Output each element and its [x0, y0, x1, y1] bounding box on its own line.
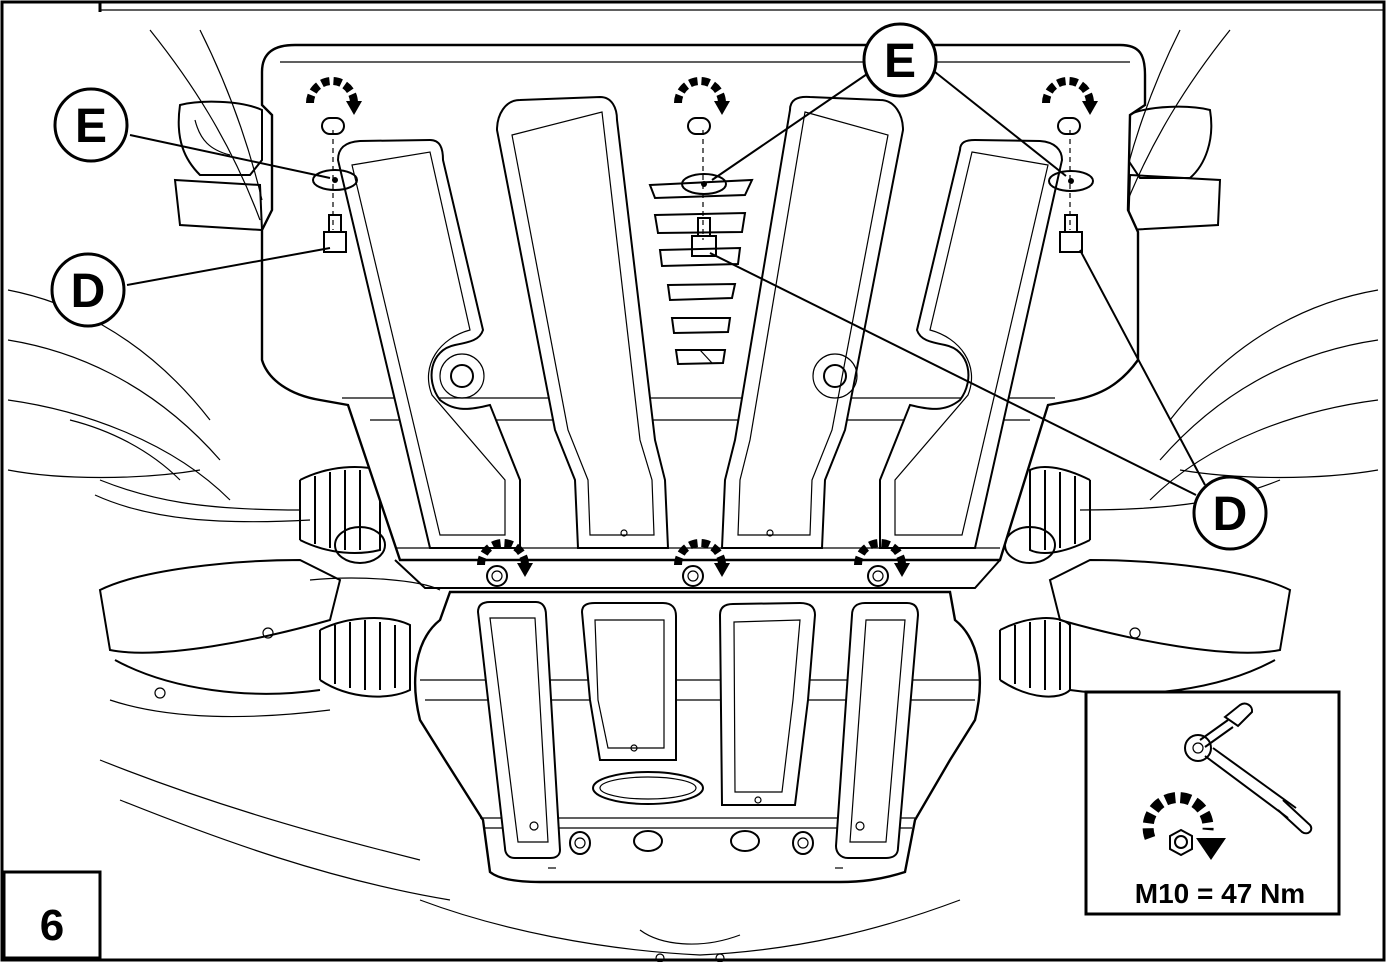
torque-spec-text: M10 = 47 Nm: [1135, 878, 1305, 909]
callout-label: D: [1213, 488, 1248, 541]
right-cv-boot: [1029, 466, 1091, 554]
clockwise-rotation-icon: [1142, 792, 1226, 860]
step-number-box: 6: [2, 870, 102, 960]
callout-label: D: [71, 265, 106, 318]
step-number: 6: [40, 901, 64, 950]
torque-spec-box: M10 = 47 Nm: [1084, 690, 1341, 916]
socket-wrench-icon: [1184, 702, 1313, 835]
callout-label: E: [75, 100, 107, 153]
mid-bolts: [486, 565, 889, 587]
leader-lines: [126, 71, 1206, 496]
callout-label: E: [884, 35, 916, 88]
callout-e-center: E: [862, 22, 938, 98]
left-cv-boot: [299, 466, 381, 554]
top-bolts: [312, 130, 1094, 257]
upper-skid-plate: [260, 43, 1147, 589]
lower-skid-plate: [414, 590, 981, 884]
callout-d-left: D: [50, 252, 126, 328]
callout-e-left: E: [53, 87, 129, 163]
callout-d-right: D: [1192, 475, 1268, 551]
